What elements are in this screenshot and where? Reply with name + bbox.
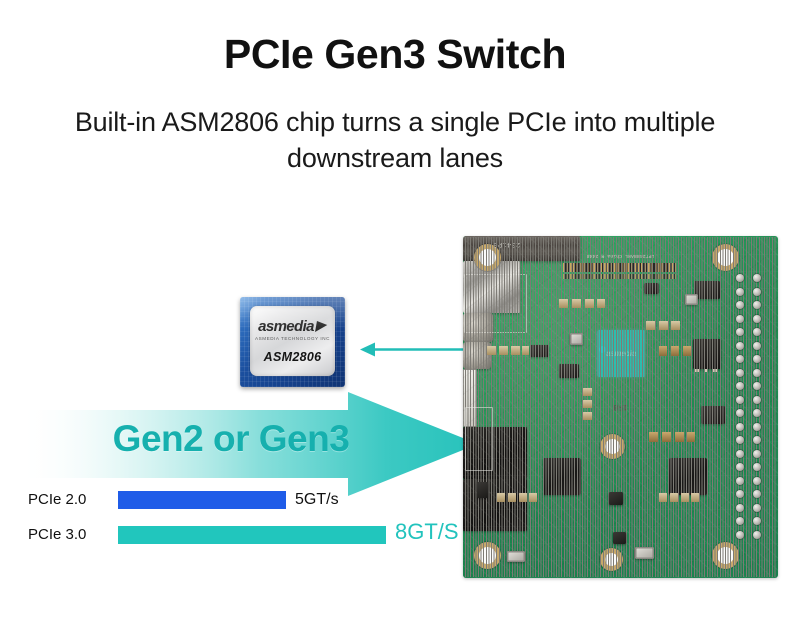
passive-cluster-bottom-right <box>659 493 699 502</box>
pcb-substrate: 2341P5 asmedia 1R <box>463 236 778 578</box>
gpio-pin <box>736 449 744 458</box>
gpio-pin <box>753 476 761 485</box>
passive-cluster-upper-right <box>646 321 680 330</box>
pcb-board-photo: 2341P5 asmedia 1R <box>463 236 778 578</box>
gpio-header-footprint <box>736 272 766 542</box>
gpio-pin <box>753 463 761 471</box>
gpio-pin <box>753 314 761 323</box>
passive-cluster-near-highlight <box>583 388 595 422</box>
passive-cluster-top-left <box>559 299 605 308</box>
gpio-pin <box>753 490 761 498</box>
gpio-pin <box>753 301 761 309</box>
bar-label-pcie20: PCIe 2.0 <box>28 491 87 508</box>
bar-label-pcie30: PCIe 3.0 <box>28 526 87 543</box>
crystal-oscillator-mid <box>635 547 654 559</box>
gpio-pin <box>753 395 761 404</box>
bar-row-pcie30: PCIe 3.0 8GT/S <box>28 519 468 545</box>
page-subtitle: Built-in ASM2806 chip turns a single PCI… <box>74 107 716 173</box>
chip-brand-line: asmedia <box>258 317 328 335</box>
gpio-pin <box>736 274 744 282</box>
ffc-connector <box>463 369 477 427</box>
bar-track-pcie30 <box>118 526 386 544</box>
transistor-lower <box>613 529 626 547</box>
passive-cluster-left-mid <box>487 346 529 355</box>
gpio-pin <box>736 422 744 431</box>
gpio-pin <box>736 436 744 444</box>
gpio-pin <box>736 517 744 525</box>
gen2-gen3-arrow-graphic <box>18 392 478 496</box>
gpio-pin <box>736 476 744 485</box>
gpio-pin <box>736 382 744 390</box>
gpio-pin <box>736 530 744 539</box>
gpio-pin <box>736 355 744 363</box>
crystal-oscillator-left <box>507 551 525 562</box>
chip-substrate: asmedia ASMEDIA TECHNOLOGY INC ASM2806 <box>240 297 345 387</box>
gpio-pin <box>736 463 744 471</box>
gpio-pin <box>736 301 744 309</box>
bar-value-pcie30: 8GT/S <box>395 519 459 544</box>
page-title: PCIe Gen3 Switch <box>223 31 567 77</box>
gpio-pin <box>753 368 761 377</box>
gpio-pin <box>753 409 761 417</box>
transistor-left <box>477 479 488 501</box>
gpio-pin <box>753 382 761 390</box>
chip-brand-subtitle: ASMEDIA TECHNOLOGY INC <box>255 335 330 341</box>
bar-value-pcie20: 5GT/s <box>295 491 339 508</box>
gpio-pin <box>736 314 744 323</box>
gpio-pin <box>736 409 744 417</box>
gpio-pin <box>753 436 761 444</box>
gpio-pin <box>753 503 761 512</box>
passive-cluster-center-low <box>649 432 695 442</box>
gpio-pin <box>753 328 761 336</box>
passive-cluster-mid-right <box>659 346 697 356</box>
crystal-oscillator-right <box>685 294 698 305</box>
chip-die-lid: asmedia ASMEDIA TECHNOLOGY INC ASM2806 <box>250 306 335 376</box>
gpio-pin <box>753 517 761 525</box>
passive-cluster-bottom-left <box>497 493 537 502</box>
gpio-pin <box>736 287 744 296</box>
chip-part-number: ASM2806 <box>263 349 322 364</box>
gpio-pin <box>736 490 744 498</box>
gpio-pin <box>753 530 761 539</box>
bar-fill-pcie20 <box>118 491 286 509</box>
asmedia-logo-icon <box>314 320 328 332</box>
asmedia-wordmark: asmedia <box>258 317 314 335</box>
bar-fill-pcie30 <box>118 526 386 544</box>
gpio-pin <box>753 449 761 458</box>
crystal-oscillator-top <box>570 333 583 345</box>
gpio-pin <box>736 341 744 350</box>
bar-track-pcie20 <box>118 491 286 509</box>
asm2806-chip-package: asmedia ASMEDIA TECHNOLOGY INC ASM2806 <box>240 297 345 387</box>
memory-package-right-label: LPT2488ANL China M 2448 <box>586 253 655 258</box>
bar-row-pcie20: PCIe 2.0 5GT/s <box>28 490 468 510</box>
gen2-gen3-label: Gen2 or Gen3 <box>112 418 350 459</box>
gpio-pin <box>753 287 761 296</box>
gpio-pin <box>736 395 744 404</box>
gpio-pin <box>753 355 761 363</box>
gpio-pin <box>736 503 744 512</box>
transistor-mid <box>609 489 623 508</box>
silkscreen-outline-ffc <box>465 407 493 471</box>
gpio-pin <box>736 368 744 377</box>
gpio-pin <box>736 328 744 336</box>
gpio-pin <box>753 274 761 282</box>
gpio-pin <box>753 341 761 350</box>
gpio-pin <box>753 422 761 431</box>
